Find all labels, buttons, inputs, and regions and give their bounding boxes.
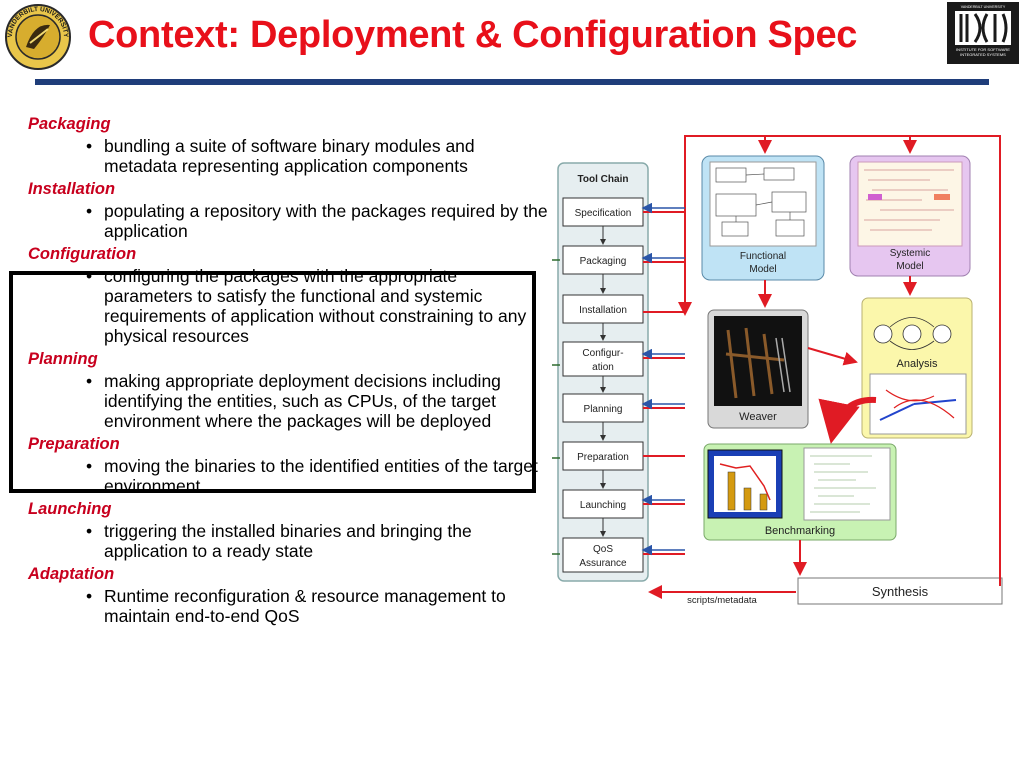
functional-model-label-line2: Model <box>749 264 776 275</box>
section-adaptation: Adaptation • Runtime reconfiguration & re… <box>28 564 548 626</box>
lifecycle-list: Packaging • bundling a suite of software … <box>28 114 548 629</box>
bullet-text: bundling a suite of software binary modu… <box>104 136 475 176</box>
bullet-text: configuring the packages with the approp… <box>104 266 527 346</box>
step-packaging: Packaging <box>562 245 644 275</box>
left-ticks <box>552 259 560 555</box>
section-planning: Planning • making appropriate deployment … <box>28 349 548 431</box>
analysis: Analysis <box>861 297 973 439</box>
step-label: Packaging <box>580 256 627 267</box>
section-heading: Installation <box>28 180 116 198</box>
bullet-dot: • <box>86 266 93 286</box>
bench-bars <box>727 471 768 511</box>
bullet-text: moving the binaries to the identified en… <box>104 456 538 496</box>
section-heading: Launching <box>28 500 112 518</box>
page-title: Context: Deployment & Configuration Spec <box>88 14 858 56</box>
bullet-dot: • <box>86 586 93 606</box>
isis-logo: VANDERBILT UNIVERSITY INSTITUTE FOR SOFT… <box>947 2 1019 64</box>
section-launching: Launching • triggering the installed bina… <box>28 499 548 561</box>
analysis-to-benchmark-arrow <box>818 396 877 444</box>
toolchain-title: Tool Chain <box>578 174 629 185</box>
synthesis: Synthesis <box>797 577 1003 605</box>
header-rule <box>35 79 989 85</box>
section-preparation: Preparation • moving the binaries to the … <box>28 434 548 496</box>
systemic-model: Systemic Model <box>849 155 971 277</box>
benchmarking-label: Benchmarking <box>765 525 835 537</box>
step-label: Specification <box>575 208 632 219</box>
step-specification: Specification <box>562 197 644 227</box>
step-label-line1: Configur- <box>582 348 623 359</box>
step-label: Preparation <box>577 452 629 463</box>
bullet-text: populating a repository with the package… <box>104 201 548 241</box>
bullet-text: Runtime reconfiguration & resource manag… <box>104 586 506 626</box>
synthesis-label: Synthesis <box>872 584 929 599</box>
analysis-label: Analysis <box>897 358 938 370</box>
weaver-label: Weaver <box>739 411 777 423</box>
section-heading: Preparation <box>28 435 120 453</box>
section-heading: Packaging <box>28 115 111 133</box>
step-label: Installation <box>579 305 627 316</box>
step-planning: Planning <box>562 393 644 423</box>
bullet-dot: • <box>86 371 93 391</box>
section-heading: Adaptation <box>28 565 115 583</box>
bullet-text: triggering the installed binaries and br… <box>104 521 472 561</box>
section-installation: Installation • populating a repository wi… <box>28 179 548 241</box>
bullet-item: • making appropriate deployment decisions… <box>28 371 548 431</box>
step-launching: Launching <box>562 489 644 519</box>
step-label-line2: Assurance <box>579 558 627 569</box>
step-label-line1: QoS <box>593 544 613 555</box>
step-label: Planning <box>584 404 623 415</box>
scripts-metadata-label: scripts/metadata <box>687 595 757 606</box>
bullet-dot: • <box>86 201 93 221</box>
bullet-item: • populating a repository with the packag… <box>28 201 548 241</box>
functional-model-label-line1: Functional <box>740 251 786 262</box>
section-packaging: Packaging • bundling a suite of software … <box>28 114 548 176</box>
bullet-item: • bundling a suite of software binary mod… <box>28 136 548 176</box>
step-preparation: Preparation <box>562 441 644 471</box>
benchmarking: Benchmarking <box>703 443 897 541</box>
functional-model: Functional Model <box>701 155 825 281</box>
highlight-box <box>9 271 536 493</box>
section-heading: Configuration <box>28 245 137 263</box>
step-installation: Installation <box>562 294 644 324</box>
bullet-dot: • <box>86 521 93 541</box>
isis-bottom-text: INSTITUTE FOR SOFTWARE INTEGRATED SYSTEM… <box>956 47 1010 57</box>
step-qos-assurance: QoS Assurance <box>562 537 644 573</box>
section-configuration: Configuration • configuring the packages … <box>28 244 548 346</box>
systemic-model-label-line2: Model <box>896 261 923 272</box>
bullet-item: • moving the binaries to the identified e… <box>28 456 548 496</box>
isis-top-text: VANDERBILT UNIVERSITY <box>961 5 1006 9</box>
step-label: Launching <box>580 500 626 511</box>
bullet-item: • triggering the installed binaries and b… <box>28 521 548 561</box>
bullet-item: • Runtime reconfiguration & resource mana… <box>28 586 548 626</box>
red-flow-arrows <box>643 135 1001 599</box>
toolchain-diagram: Tool Chain Specification Packaging Insta… <box>550 108 1012 610</box>
step-label-line2: ation <box>592 362 614 373</box>
bullet-item: • configuring the packages with the appro… <box>28 266 548 346</box>
section-heading: Planning <box>28 350 98 368</box>
bullet-dot: • <box>86 456 93 476</box>
systemic-model-label-line1: Systemic <box>890 248 931 259</box>
step-configuration: Configur- ation <box>562 341 644 377</box>
vanderbilt-seal-logo: VANDERBILT UNIVERSITY <box>4 3 72 71</box>
bullet-dot: • <box>86 136 93 156</box>
bullet-text: making appropriate deployment decisions … <box>104 371 501 431</box>
blue-flow-arrows <box>641 202 685 556</box>
weaver: Weaver <box>707 309 809 429</box>
